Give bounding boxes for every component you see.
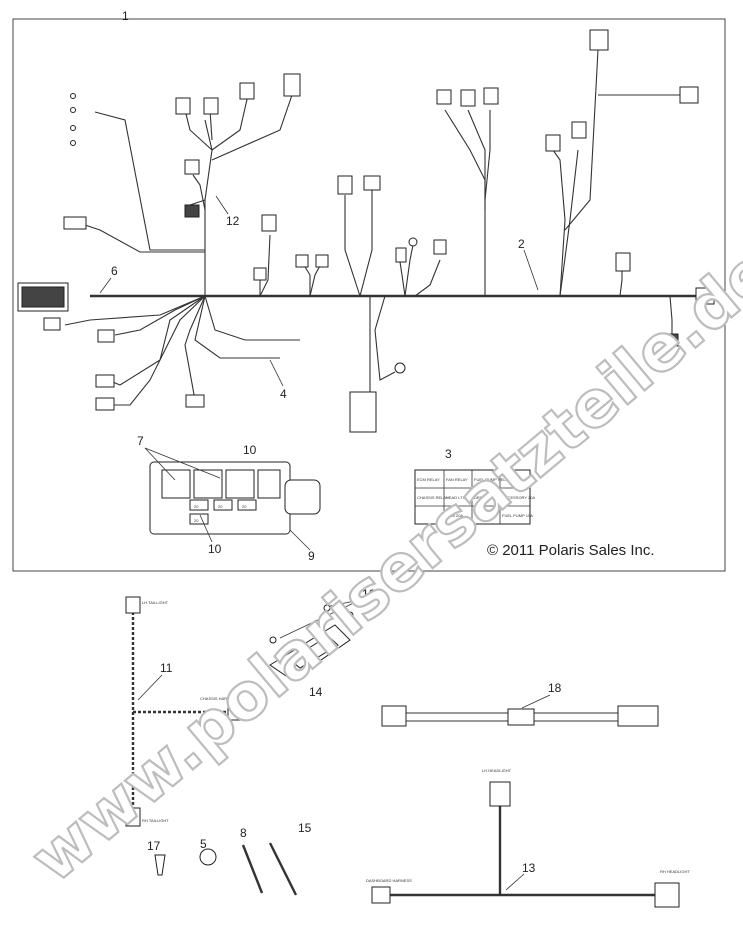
callout-8: 8 [240, 826, 247, 840]
callout-17: 17 [147, 839, 161, 853]
callout-16: 16 [362, 587, 376, 601]
callout-15: 15 [298, 821, 312, 835]
relay-cell: FUEL PUMP 15A [502, 513, 533, 518]
main-harness-frame [12, 18, 726, 572]
callout-7: 7 [137, 434, 144, 448]
callout-2: 2 [518, 237, 525, 251]
headlight-harness: LH HEADLIGHT RH HEADLIGHT DASHBOARD HARN… [366, 768, 690, 908]
taillight-harness: LH TAILLIGHT RH TAILLIGHT CHASSIS HARNES… [125, 596, 241, 827]
callout-14: 14 [309, 685, 323, 699]
rh-taillight-label: RH TAILLIGHT [142, 818, 169, 823]
relay-table: ECM RELAY FAN RELAY FUEL PUMP RELAY CHAS… [414, 469, 536, 525]
dashboard-harness-label: DASHBOARD HARNESS [366, 878, 412, 883]
relay-cell: ACCESSORY 20A [502, 495, 536, 500]
small-parts [154, 842, 298, 896]
watermark: www.polarisersatzteile.de [18, 234, 743, 897]
rh-headlight-label: RH HEADLIGHT [660, 869, 690, 874]
jumper-harness [381, 705, 659, 727]
callout-4: 4 [280, 387, 287, 401]
relay-cell: ECM RELAY [417, 477, 440, 482]
lh-headlight-label: LH HEADLIGHT [482, 768, 512, 773]
callout-10: 10 [208, 542, 222, 556]
lh-taillight-label: LH TAILLIGHT [142, 600, 169, 605]
callout-18: 18 [548, 681, 562, 695]
main-harness [64, 49, 700, 421]
relay-cell: HEAD LTS 15A [446, 495, 474, 500]
callout-10: 10 [243, 443, 257, 457]
callout-6: 6 [111, 264, 118, 278]
relay-cell: FAN RELAY [446, 477, 468, 482]
callout-3: 3 [445, 447, 452, 461]
fuse-label: 20 [194, 504, 199, 509]
relay-cell: FUEL PUMP RELAY [474, 477, 511, 482]
fuse-label: 20 [194, 518, 199, 523]
callout-9: 9 [308, 549, 315, 563]
harness-connectors [17, 29, 715, 433]
copyright-text: © 2011 Polaris Sales Inc. [487, 542, 655, 559]
chassis-harness-label: CHASSIS HARNESS [200, 696, 238, 701]
fuse-label: 20 [218, 504, 223, 509]
relay-cell: CHASSIS RELAY [417, 495, 449, 500]
mounting-bracket [269, 604, 354, 681]
fuse-label: 20 [242, 504, 247, 509]
relay-cell: ECM 20A [446, 513, 463, 518]
callout-1: 1 [122, 9, 129, 23]
relay-cell: DRIVE 20A [474, 495, 495, 500]
callout-13: 13 [522, 861, 536, 875]
callouts: 1 2 3 4 5 6 7 8 9 10 10 11 12 13 14 15 1… [99, 9, 562, 891]
callout-11: 11 [160, 661, 173, 675]
callout-12: 12 [226, 214, 240, 228]
relay-fuse-box: 20 20 20 20 [149, 461, 321, 535]
callout-5: 5 [200, 837, 207, 851]
